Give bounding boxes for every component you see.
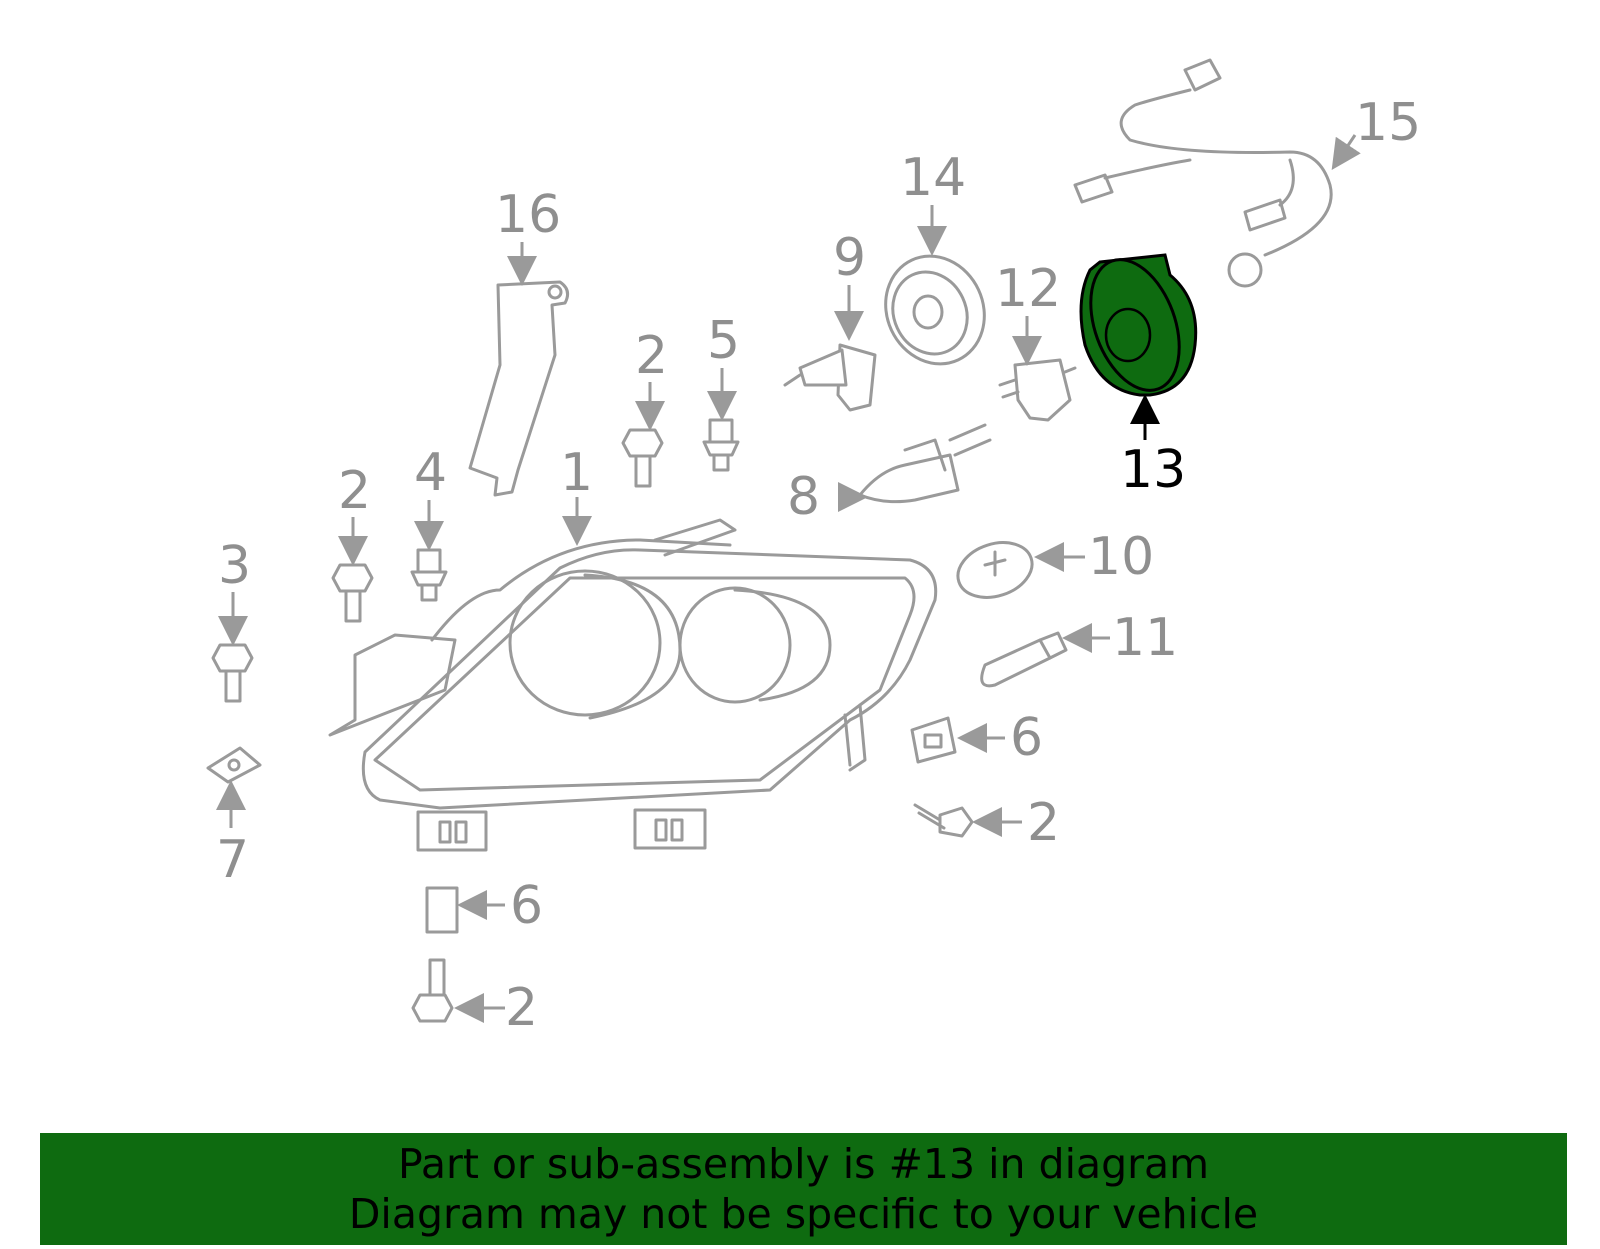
callout-label-6: 6 xyxy=(1010,708,1043,768)
clip-part-4[interactable] xyxy=(410,548,448,602)
bracket-part-16[interactable] xyxy=(468,280,570,497)
callout-label-10: 10 xyxy=(1088,527,1154,587)
callout-label-5: 5 xyxy=(707,311,740,371)
socket-part-12[interactable] xyxy=(998,358,1077,422)
part-info-banner: Part or sub-assembly is #13 in diagram D… xyxy=(40,1133,1567,1245)
callout-label-12: 12 xyxy=(995,259,1061,319)
callout-label-1: 1 xyxy=(560,443,593,503)
callout-label-15: 15 xyxy=(1355,93,1421,153)
bolt-part-2d[interactable] xyxy=(411,958,454,1023)
nut-clip-part-6b[interactable] xyxy=(425,886,459,934)
banner-line-1: Part or sub-assembly is #13 in diagram xyxy=(397,1140,1210,1188)
bulb-part-11[interactable] xyxy=(980,631,1068,688)
callout-label-11: 11 xyxy=(1112,608,1178,668)
callout-label-14: 14 xyxy=(900,148,966,208)
callout-label-4: 4 xyxy=(414,443,447,503)
callout-arrows xyxy=(216,134,1361,1023)
bulb-part-9[interactable] xyxy=(783,343,877,412)
callout-label-2: 2 xyxy=(505,978,538,1038)
clip-part-5[interactable] xyxy=(702,418,740,472)
wiring-harness-part-15[interactable] xyxy=(1073,58,1333,288)
banner-line-2: Diagram may not be specific to your vehi… xyxy=(348,1190,1259,1238)
callout-label-3: 3 xyxy=(218,536,251,596)
callout-label-2: 2 xyxy=(1027,793,1060,853)
callout-label-16: 16 xyxy=(495,185,561,245)
bulb-part-10[interactable] xyxy=(951,534,1039,607)
callout-label-13: 13 xyxy=(1120,440,1186,500)
bolt-part-2c[interactable] xyxy=(913,803,974,838)
callout-label-2: 2 xyxy=(338,461,371,521)
callout-label-7: 7 xyxy=(216,830,249,890)
callout-label-6: 6 xyxy=(510,876,543,936)
headlamp-assembly-part-1[interactable] xyxy=(328,518,938,852)
nut-clip-part-6a[interactable] xyxy=(910,716,957,764)
bolt-part-3[interactable] xyxy=(211,643,254,703)
bulb-part-8[interactable] xyxy=(858,423,992,504)
dust-cover-part-13[interactable] xyxy=(1074,247,1198,402)
bolt-part-2a[interactable] xyxy=(621,428,664,488)
callout-labels: 16 1 2 5 2 4 3 7 9 14 12 15 8 10 11 6 2 … xyxy=(216,93,1421,1038)
callout-label-8: 8 xyxy=(787,467,820,527)
bolt-part-2b[interactable] xyxy=(331,563,374,623)
dust-cap-part-14[interactable] xyxy=(868,240,1001,380)
nut-part-7[interactable] xyxy=(206,746,262,784)
callout-label-2: 2 xyxy=(635,326,668,386)
callout-label-9: 9 xyxy=(833,228,866,288)
